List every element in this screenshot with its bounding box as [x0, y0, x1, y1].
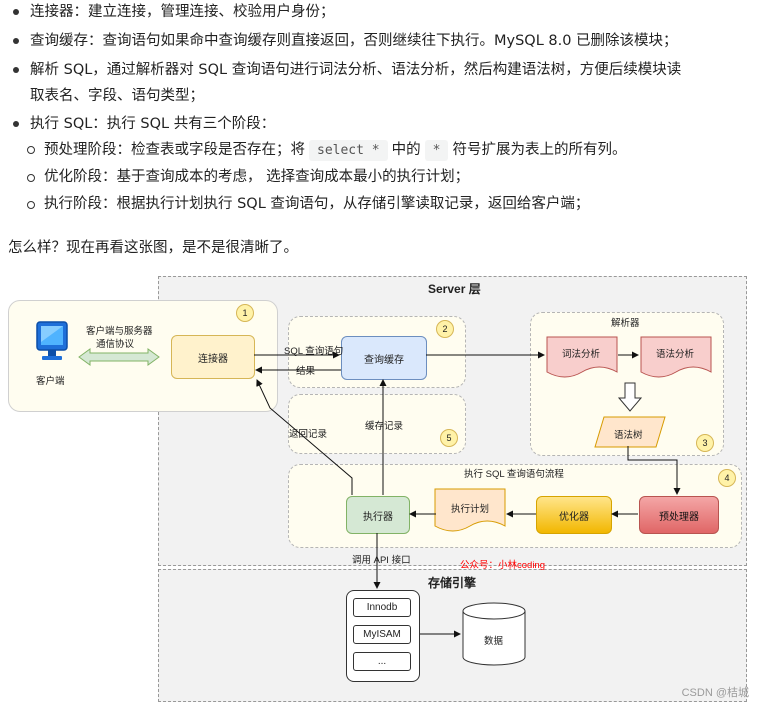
sub-bullet-optimize: 优化阶段：基于查询成本的考虑， 选择查询成本最小的执行计划； — [44, 169, 470, 185]
sql-query-label: SQL 查询语句 — [284, 346, 344, 357]
executor-box: 执行器 — [346, 496, 410, 534]
database-cylinder-icon — [462, 602, 526, 666]
protocol-label-line1: 客户端与服务器 — [86, 326, 153, 337]
sub-bullet-circle — [27, 146, 35, 154]
bidirectional-arrow — [78, 348, 160, 366]
bullet-execute: 执行 SQL：执行 SQL 共有三个阶段： — [30, 116, 276, 132]
syntax-tree-label: 语法树 — [614, 430, 643, 441]
syntax-analysis-label: 语法分析 — [656, 349, 695, 360]
storage-layer — [158, 569, 747, 702]
query-cache-box: 查询缓存 — [341, 336, 427, 380]
return-record-label: 返回记录 — [289, 429, 328, 440]
parser-title: 解析器 — [611, 318, 640, 329]
bullet-cache: 查询缓存：查询语句如果命中查询缓存则直接返回，否则继续往下执行。MySQL 8.… — [30, 33, 678, 49]
sub-bullet-execute: 执行阶段：根据执行计划执行 SQL 查询语句，从存储引擎读取记录，返回给客户端； — [44, 196, 590, 212]
code-select-star: select * — [309, 140, 388, 161]
syntax-tree-shape — [594, 416, 666, 448]
data-label: 数据 — [484, 636, 504, 647]
connector-box: 连接器 — [171, 335, 255, 379]
execution-plan-doc — [434, 488, 506, 532]
bullet-dot — [13, 67, 19, 73]
watermark: 公众号：小林coding — [460, 560, 545, 571]
server-layer-title: Server 层 — [428, 282, 481, 296]
client-label: 客户端 — [36, 376, 65, 387]
engine-more: ... — [353, 652, 411, 671]
prepare-text-c: 符号扩展为表上的所有列。 — [452, 142, 627, 158]
step-number-3: 3 — [696, 434, 714, 452]
optimizer-box: 优化器 — [536, 496, 612, 534]
step-number-2: 2 — [436, 320, 454, 338]
step-number-1: 1 — [236, 304, 254, 322]
summary-paragraph: 怎么样？现在再看这张图，是不是很清晰了。 — [8, 240, 298, 256]
bullet-parse-line2: 取表名、字段、语句类型； — [30, 88, 204, 104]
mysql-architecture-diagram: Server 层 存储引擎 1 客户端 客户端与服务器 通信协议 连接器 2 查… — [0, 268, 763, 706]
execution-plan-label: 执行计划 — [451, 504, 490, 515]
bullet-dot — [13, 38, 19, 44]
code-star: * — [424, 140, 449, 161]
preprocessor-box: 预处理器 — [639, 496, 719, 534]
syntax-analysis-doc — [640, 336, 712, 378]
connector-arrows — [254, 351, 681, 638]
down-arrow-icon — [618, 382, 642, 412]
engine-myisam: MyISAM — [353, 625, 411, 644]
lexical-analysis-label: 词法分析 — [562, 349, 601, 360]
storage-layer-title: 存储引擎 — [428, 576, 477, 590]
sub-bullet-circle — [27, 174, 35, 182]
csdn-credit: CSDN @桔城 — [681, 687, 749, 699]
bullet-connector: 连接器：建立连接，管理连接、校验用户身份； — [30, 4, 335, 20]
bullet-dot — [13, 121, 19, 127]
lexical-analysis-doc — [546, 336, 618, 378]
step-number-4: 4 — [718, 469, 736, 487]
step-number-5: 5 — [440, 429, 458, 447]
sub-bullet-circle — [27, 201, 35, 209]
protocol-label-line2: 通信协议 — [96, 339, 135, 350]
prepare-text-b: 中的 — [391, 142, 421, 158]
api-call-label: 调用 API 接口 — [352, 555, 411, 566]
section-cache-record — [288, 394, 466, 454]
cache-record-label: 缓存记录 — [365, 421, 404, 432]
bullet-dot — [13, 9, 19, 15]
result-label: 结果 — [296, 366, 316, 377]
bullet-parse-line1: 解析 SQL，通过解析器对 SQL 查询语句进行词法分析、语法分析，然后构建语法… — [30, 62, 682, 78]
monitor-icon — [36, 321, 68, 360]
execution-flow-title: 执行 SQL 查询语句流程 — [464, 469, 564, 480]
engine-innodb: Innodb — [353, 598, 411, 617]
prepare-text-a: 预处理阶段：检查表或字段是否存在；将 — [44, 142, 305, 158]
